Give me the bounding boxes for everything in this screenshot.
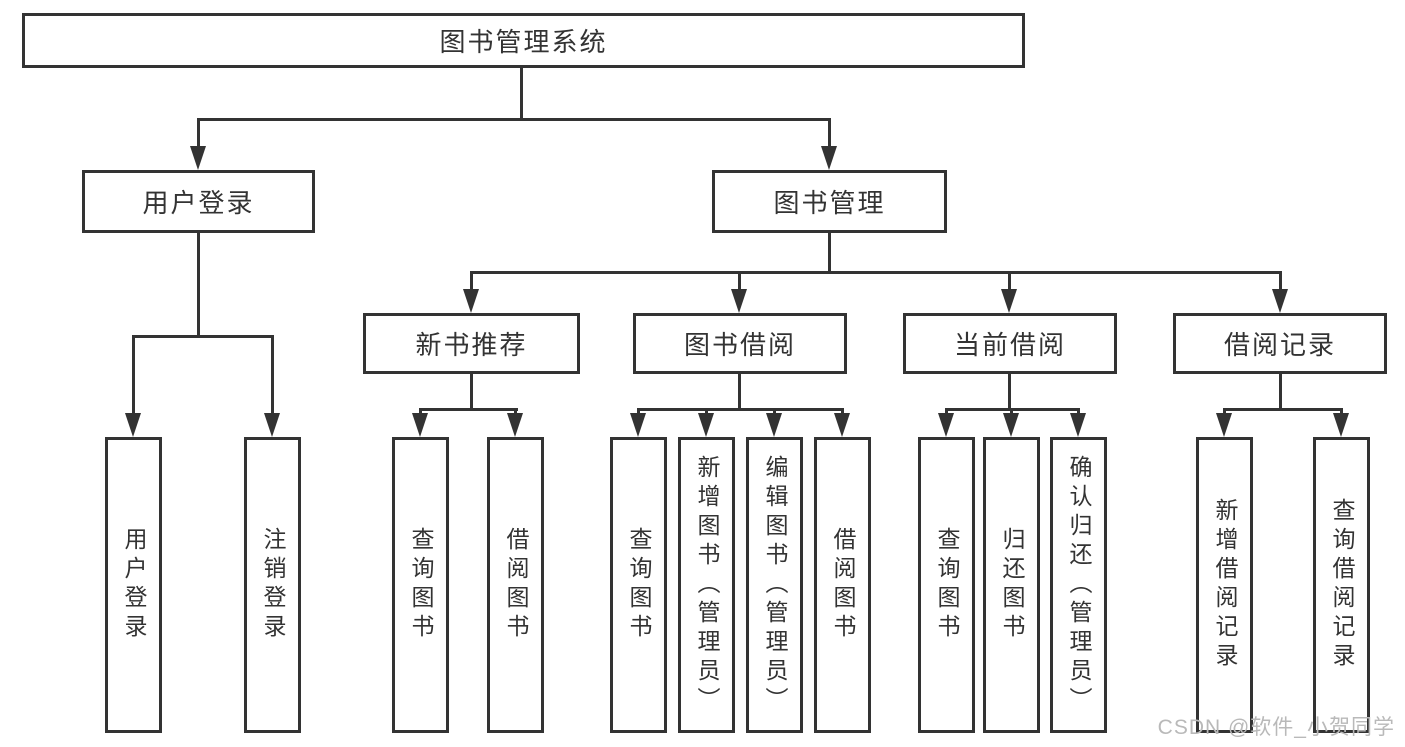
connector-level2-drop-1 <box>470 271 473 293</box>
arrow-down-leaf-query-recommend <box>412 413 428 437</box>
node-borrow-record: 借阅记录 <box>1173 313 1387 374</box>
leaf-borrow-books-recommend-label: 借阅图书 <box>503 527 529 643</box>
node-book-management: 图书管理 <box>712 170 947 233</box>
leaf-query-books-current-label: 查询图书 <box>934 527 960 643</box>
connector-login-bar <box>132 335 274 338</box>
arrow-down-book-borrow <box>731 289 747 313</box>
leaf-borrow-books-label: 借阅图书 <box>830 527 856 643</box>
leaf-add-book-admin: 新增图书（管理员） <box>678 437 735 733</box>
leaf-logout: 注销登录 <box>244 437 301 733</box>
leaf-query-books-recommend: 查询图书 <box>392 437 449 733</box>
arrow-down-leaf-user-login <box>125 413 141 437</box>
connector-login-drop-2 <box>271 335 274 417</box>
connector-level1-drop-left <box>197 118 200 152</box>
leaf-add-borrow-record: 新增借阅记录 <box>1196 437 1253 733</box>
connector-borrow-stem <box>738 374 741 411</box>
connector-recommend-stem <box>470 374 473 411</box>
leaf-query-books-recommend-label: 查询图书 <box>408 527 434 643</box>
node-current-borrow-label: 当前借阅 <box>953 330 1066 360</box>
leaf-add-book-admin-label: 新增图书（管理员） <box>694 454 720 716</box>
node-book-borrow-label: 图书借阅 <box>683 330 796 360</box>
connector-record-bar <box>1223 408 1343 411</box>
connector-current-stem <box>1008 374 1011 411</box>
connector-mgmt-stem <box>828 233 831 274</box>
connector-level2-bar <box>470 271 1282 274</box>
node-root-library-system: 图书管理系统 <box>22 13 1025 68</box>
arrow-down-leaf-query-record <box>1333 413 1349 437</box>
leaf-return-book-label: 归还图书 <box>999 527 1025 643</box>
connector-recommend-bar <box>419 408 518 411</box>
arrow-down-leaf-query-current <box>938 413 954 437</box>
arrow-down-current-borrow <box>1001 289 1017 313</box>
arrow-down-leaf-return-book <box>1003 413 1019 437</box>
node-current-borrow: 当前借阅 <box>903 313 1117 374</box>
connector-root-stem <box>520 68 523 120</box>
leaf-edit-book-admin: 编辑图书（管理员） <box>746 437 803 733</box>
connector-level2-drop-2 <box>738 271 741 293</box>
connector-level2-drop-4 <box>1279 271 1282 293</box>
connector-login-stem <box>197 233 200 336</box>
leaf-add-borrow-record-label: 新增借阅记录 <box>1212 498 1238 672</box>
connector-record-stem <box>1279 374 1282 411</box>
connector-borrow-bar <box>637 408 844 411</box>
node-user-login: 用户登录 <box>82 170 315 233</box>
arrow-down-leaf-borrow-recommend <box>507 413 523 437</box>
leaf-return-book: 归还图书 <box>983 437 1040 733</box>
node-book-management-label: 图书管理 <box>773 188 886 218</box>
arrow-down-leaf-add-record <box>1216 413 1232 437</box>
node-borrow-record-label: 借阅记录 <box>1223 330 1336 360</box>
leaf-query-borrow-record: 查询借阅记录 <box>1313 437 1370 733</box>
leaf-query-books-current: 查询图书 <box>918 437 975 733</box>
leaf-confirm-return-admin: 确认归还（管理员） <box>1050 437 1107 733</box>
arrow-down-leaf-borrow-books <box>834 413 850 437</box>
leaf-borrow-books-recommend: 借阅图书 <box>487 437 544 733</box>
connector-login-drop-1 <box>132 335 135 417</box>
node-user-login-label: 用户登录 <box>142 188 255 218</box>
arrow-down-book-management <box>821 146 837 170</box>
leaf-query-books-borrow-label: 查询图书 <box>626 527 652 643</box>
arrow-down-leaf-edit-book <box>766 413 782 437</box>
node-book-borrow: 图书借阅 <box>633 313 847 374</box>
leaf-user-login-label: 用户登录 <box>121 527 147 643</box>
csdn-watermark: CSDN @软件_小贺同学 <box>1157 716 1395 739</box>
arrow-down-user-login <box>190 146 206 170</box>
leaf-edit-book-admin-label: 编辑图书（管理员） <box>762 454 788 716</box>
node-root-label: 图书管理系统 <box>439 27 608 57</box>
arrow-down-new-book-recommend <box>463 289 479 313</box>
leaf-query-borrow-record-label: 查询借阅记录 <box>1329 498 1355 672</box>
arrow-down-leaf-query-borrow <box>630 413 646 437</box>
arrow-down-leaf-confirm-return <box>1070 413 1086 437</box>
leaf-borrow-books: 借阅图书 <box>814 437 871 733</box>
leaf-user-login: 用户登录 <box>105 437 162 733</box>
node-new-book-recommend-label: 新书推荐 <box>415 330 528 360</box>
arrow-down-leaf-logout <box>264 413 280 437</box>
leaf-confirm-return-admin-label: 确认归还（管理员） <box>1066 454 1092 716</box>
connector-level2-drop-3 <box>1008 271 1011 293</box>
leaf-query-books-borrow: 查询图书 <box>610 437 667 733</box>
node-new-book-recommend: 新书推荐 <box>363 313 580 374</box>
connector-level1-bar <box>197 118 831 121</box>
leaf-logout-label: 注销登录 <box>260 527 286 643</box>
arrow-down-borrow-record <box>1272 289 1288 313</box>
arrow-down-leaf-add-book <box>698 413 714 437</box>
connector-level1-drop-right <box>828 118 831 152</box>
